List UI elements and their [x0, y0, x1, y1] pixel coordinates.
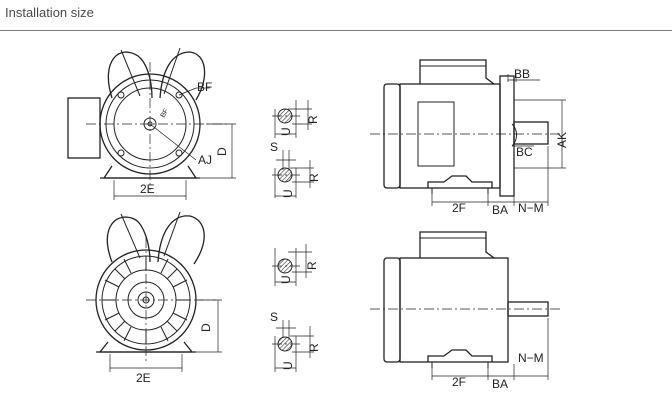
- label-2e: 2E: [140, 182, 155, 196]
- label-s-bottom: S: [270, 310, 278, 324]
- shaft-section-4: [272, 320, 314, 372]
- label-s: S: [270, 140, 278, 154]
- label-aj: AJ: [198, 153, 212, 167]
- label-2f-bottom: 2F: [452, 375, 466, 389]
- label-r-4: R: [307, 343, 321, 352]
- label-ba-bottom: BA: [492, 377, 508, 391]
- header-divider: [0, 30, 672, 31]
- label-bb: BB: [514, 67, 530, 81]
- front-view-fan: [86, 211, 222, 372]
- label-nm: N−M: [518, 201, 544, 215]
- label-r: R: [306, 115, 320, 124]
- label-bc: BC: [516, 145, 533, 159]
- shaft-section-2: [272, 150, 314, 198]
- section-header: Installation size: [0, 0, 672, 31]
- label-2f: 2F: [452, 201, 466, 215]
- label-u-3: U: [279, 275, 293, 284]
- label-nm-bottom: N−M: [518, 351, 544, 365]
- section-title: Installation size: [5, 5, 94, 20]
- shaft-section-1: [272, 100, 312, 138]
- shaft-section-3: [272, 244, 312, 286]
- label-ba: BA: [492, 203, 508, 217]
- label-2e-bottom: 2E: [136, 371, 151, 385]
- side-view-flange: [370, 59, 566, 206]
- label-r-3: R: [305, 261, 319, 270]
- label-bf-small: BF: [160, 108, 171, 119]
- label-d-bottom: D: [199, 323, 213, 332]
- front-view-flange: [67, 47, 236, 200]
- label-u-2: U: [281, 189, 295, 198]
- label-r-2: R: [307, 173, 321, 182]
- label-d: D: [215, 147, 229, 156]
- label-u-4: U: [281, 361, 295, 370]
- label-u: U: [279, 127, 293, 136]
- label-bf: BF: [197, 80, 212, 94]
- side-view-foot: [370, 231, 560, 380]
- label-ak: AK: [555, 132, 569, 148]
